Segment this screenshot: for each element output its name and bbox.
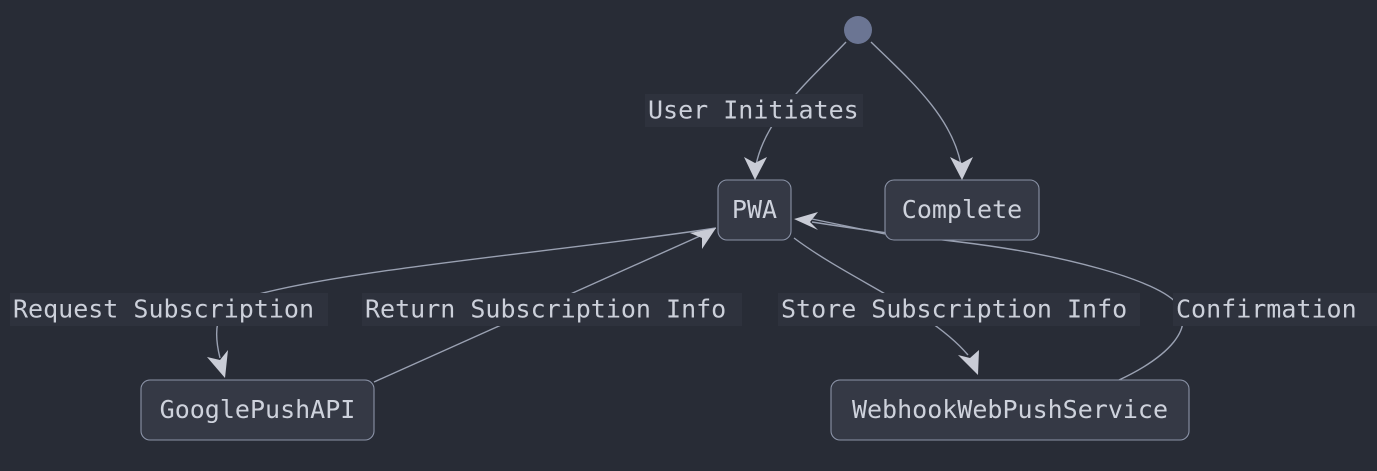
node-googlepushapi-box[interactable]	[140, 379, 375, 441]
edge-label-bg-store-subscription-info	[778, 293, 1140, 326]
arrowhead-user-initiates	[744, 157, 767, 180]
node-googlepushapi-label: GooglePushAPI	[160, 395, 356, 424]
edge-label-layer: User Initiates Request Subscription Retu…	[10, 94, 1377, 326]
node-start-state[interactable]	[844, 16, 872, 44]
node-webhookwebpushservice[interactable]: WebhookWebPushService	[830, 379, 1190, 441]
arrowhead-return-subscription-info	[690, 228, 716, 249]
edge-label-user-initiates: User Initiates	[648, 96, 859, 125]
node-complete-box[interactable]	[884, 179, 1040, 241]
arrowhead-request-subscription	[207, 350, 228, 378]
edge-path-complete-pwa	[811, 218, 886, 235]
edge-path-start-complete	[870, 41, 962, 166]
edge-path-confirmation	[811, 221, 1184, 381]
node-googlepushapi[interactable]: GooglePushAPI	[140, 379, 375, 441]
node-layer: PWA Complete GooglePushAPI WebhookWebPus…	[140, 16, 1190, 441]
node-complete[interactable]: Complete	[884, 179, 1040, 241]
node-webhookwebpushservice-label: WebhookWebPushService	[852, 395, 1168, 424]
node-pwa-label: PWA	[732, 195, 777, 224]
node-complete-label: Complete	[902, 195, 1022, 224]
arrowhead-confirmation	[794, 212, 818, 230]
arrowhead-store-subscription-info	[958, 350, 979, 375]
node-pwa-box[interactable]	[717, 179, 792, 241]
edge-label-confirmation: Confirmation	[1176, 295, 1357, 324]
edge-label-request-subscription: Request Subscription	[13, 295, 314, 324]
edge-webhook-to-pwa	[794, 212, 1184, 381]
edge-label-return-subscription-info: Return Subscription Info	[365, 295, 726, 324]
node-webhookwebpushservice-box[interactable]	[830, 379, 1190, 441]
edge-complete-to-pwa	[811, 218, 886, 235]
edge-label-store-subscription-info: Store Subscription Info	[781, 295, 1127, 324]
edge-label-bg-request-subscription	[10, 293, 328, 326]
node-pwa[interactable]: PWA	[717, 179, 792, 241]
edge-label-bg-return-subscription-info	[362, 293, 742, 326]
edge-label-bg-user-initiates	[645, 94, 863, 127]
edge-label-bg-confirmation	[1173, 293, 1377, 326]
arrowhead-start-complete	[950, 157, 973, 180]
edge-start-to-complete	[870, 41, 973, 180]
